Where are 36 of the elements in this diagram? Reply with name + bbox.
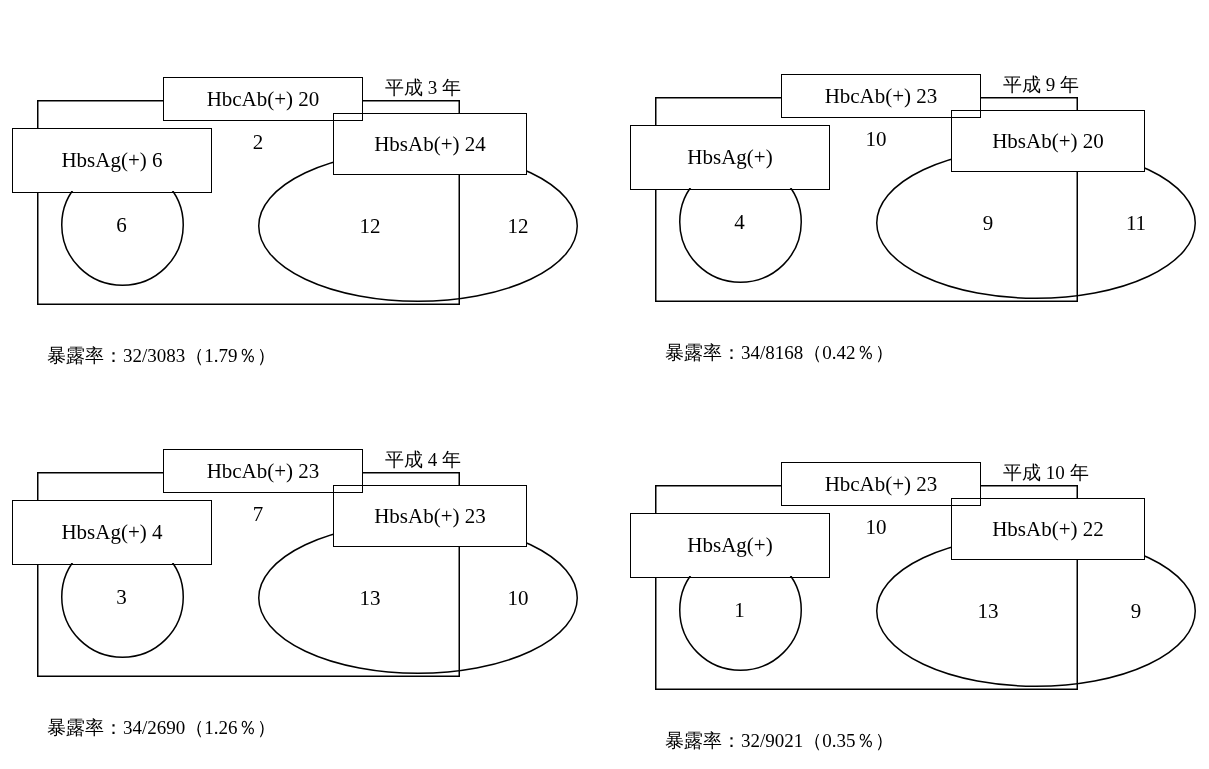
label-box: HbcAb(+) 23 <box>781 74 981 118</box>
count-number: 10 <box>865 514 887 540</box>
label-box: HbsAg(+) 4 <box>12 500 212 565</box>
count-number: 1 <box>734 597 745 622</box>
label-box: HbsAg(+) <box>630 125 830 190</box>
exposure-rate-caption: 暴露率：32/9021（0.35％） <box>665 729 894 753</box>
label-box: HbsAg(+) 6 <box>12 128 212 193</box>
year-label: 平成 9 年 <box>1003 73 1079 97</box>
count-number: 13 <box>359 585 381 611</box>
exposure-rate-caption: 暴露率：34/8168（0.42％） <box>665 341 894 365</box>
count-number: 2 <box>252 129 264 155</box>
label-box: HbsAb(+) 23 <box>333 485 527 547</box>
count-number: 10 <box>865 126 887 152</box>
exposure-rate-caption: 暴露率：34/2690（1.26％） <box>47 716 276 740</box>
count-number: 9 <box>1130 598 1142 624</box>
label-box: HbsAb(+) 22 <box>951 498 1145 560</box>
count-number: 6 <box>116 212 127 237</box>
label-box: HbsAg(+) <box>630 513 830 578</box>
year-label: 平成 3 年 <box>385 76 461 100</box>
count-number: 3 <box>116 584 127 609</box>
count-number: 11 <box>1125 210 1147 236</box>
exposure-rate-caption: 暴露率：32/3083（1.79％） <box>47 344 276 368</box>
count-number: 4 <box>734 209 745 234</box>
label-box: HbcAb(+) 23 <box>163 449 363 493</box>
count-number: 10 <box>507 585 529 611</box>
count-number: 7 <box>252 501 264 527</box>
count-number: 9 <box>982 210 994 236</box>
label-box: HbcAb(+) 20 <box>163 77 363 121</box>
year-label: 平成 4 年 <box>385 448 461 472</box>
count-number: 12 <box>359 213 381 239</box>
count-number: 13 <box>977 598 999 624</box>
label-box: HbsAb(+) 20 <box>951 110 1145 172</box>
label-box: HbcAb(+) 23 <box>781 462 981 506</box>
count-number: 12 <box>507 213 529 239</box>
year-label: 平成 10 年 <box>1003 461 1089 485</box>
label-box: HbsAb(+) 24 <box>333 113 527 175</box>
